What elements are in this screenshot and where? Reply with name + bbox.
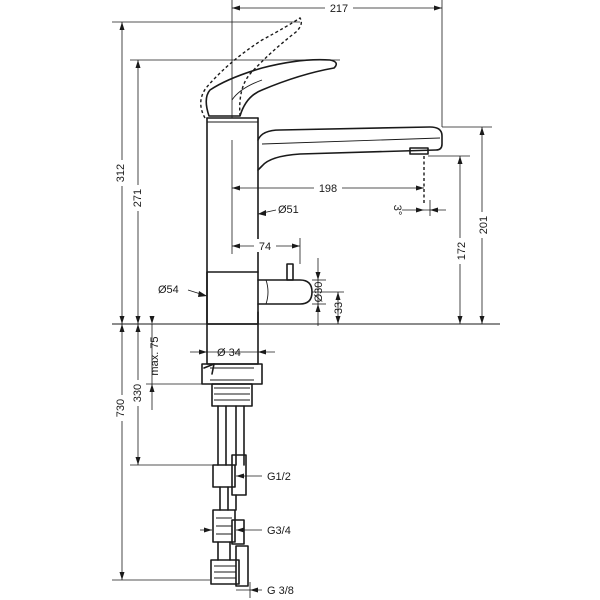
hose-nipple xyxy=(231,454,247,496)
label-rotation-angle: 3° xyxy=(391,205,403,216)
valve-knob xyxy=(286,263,294,281)
label-valve-diameter: Ø30 xyxy=(313,282,325,303)
label-overall-width: 217 xyxy=(330,3,348,15)
label-reach: 198 xyxy=(319,183,337,195)
dimension-lines xyxy=(112,0,492,598)
hose-end-right xyxy=(235,545,249,587)
lever-handle xyxy=(205,58,338,117)
mounting-nut xyxy=(201,363,263,385)
fitting-g38-ribs xyxy=(214,565,236,579)
nut-lines xyxy=(210,367,254,381)
mount-clip xyxy=(203,363,215,375)
column-outline xyxy=(206,117,259,325)
label-hose-length: 730 xyxy=(115,399,127,417)
hose-end xyxy=(217,541,231,561)
spout xyxy=(257,126,443,171)
mounting-assembly xyxy=(201,323,263,587)
spout-edge xyxy=(261,137,441,145)
label-valve-height: 33 xyxy=(333,302,345,314)
fitting-g34 xyxy=(212,509,236,543)
label-spout-diameter: Ø51 xyxy=(278,204,299,216)
lever-alt-position xyxy=(200,17,303,119)
label-shank-length: 330 xyxy=(132,384,144,402)
base-block xyxy=(206,271,259,325)
fitting-g12 xyxy=(212,464,236,488)
thread-marks xyxy=(214,387,250,401)
fitting-g34-ribs xyxy=(216,517,232,535)
label-max-deck-thickness: max. 75 xyxy=(149,336,161,375)
label-total-height: 312 xyxy=(115,164,127,182)
label-shank-diameter: Ø 34 xyxy=(217,347,241,359)
lower-hoses xyxy=(219,486,237,511)
label-hose-thread: G3/4 xyxy=(267,525,291,537)
label-valve-offset: 74 xyxy=(259,241,271,253)
dimension-labels: 217 198 3° Ø51 74 Ø54 Ø30 33 312 271 201… xyxy=(113,1,490,597)
fitting-g38 xyxy=(210,559,240,585)
side-valve xyxy=(257,279,313,305)
label-outlet-height: 201 xyxy=(478,216,490,234)
label-base-diameter: Ø54 xyxy=(158,284,179,296)
side-valve-joint xyxy=(265,279,269,305)
threaded-rod-top xyxy=(211,383,253,407)
aerator xyxy=(409,147,429,155)
fitting-side xyxy=(231,519,245,545)
supply-hoses xyxy=(217,405,245,466)
label-supply-thread: G 3/8 xyxy=(267,585,294,597)
lever-detail xyxy=(231,79,263,101)
label-lever-height: 271 xyxy=(132,189,144,207)
label-inlet-thread: G1/2 xyxy=(267,471,291,483)
label-spray-height: 172 xyxy=(456,242,468,260)
